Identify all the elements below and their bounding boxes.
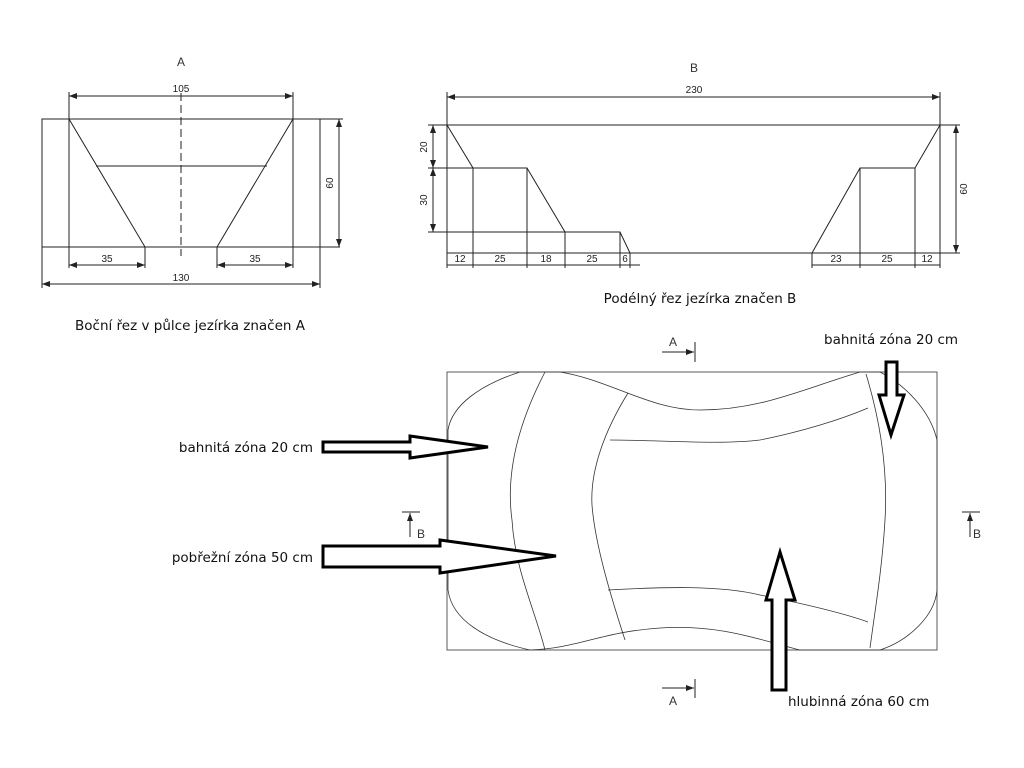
section-mark-b-left: B [417,527,425,541]
arrow-up-icon [764,546,798,692]
plan-frame [446,371,938,651]
arrow-right-icon [321,434,489,460]
dim-right-slope: 35 [249,254,261,265]
dim-total-length: 230 [686,85,703,96]
section-b-marker: B [690,61,698,75]
dim-bottom: 12 [921,254,933,265]
dim-bottom: 6 [622,254,628,265]
dim-top-step: 20 [419,141,430,153]
dim-bottom: 25 [881,254,893,265]
dim-bottom: 12 [454,254,466,265]
hatch-left [446,123,631,254]
label-mud-zone-right: bahnitá zóna 20 cm [824,332,958,348]
arrow-down-icon [876,360,907,441]
section-mark-a-top: A [669,335,677,349]
dim-total-width: 130 [173,273,190,284]
label-shore-zone: pobřežní zóna 50 cm [172,550,313,566]
hatch-right [811,123,941,254]
section-a-marker: A [177,55,185,69]
section-mark-a-bottom: A [669,694,677,708]
dim-depth: 60 [325,177,336,189]
dim-bottom: 25 [494,254,506,265]
arrow-right-icon [321,538,557,575]
dim-bottom: 25 [586,254,598,265]
label-mud-zone-left: bahnitá zóna 20 cm [179,440,313,456]
shore-zone-line [509,371,546,651]
section-mark-b-right: B [973,527,981,541]
section-a-caption: Boční řez v půlce jezírka značen A [75,318,306,334]
dim-left-slope: 35 [101,254,113,265]
mud-zone-line [591,392,629,641]
right-zone-line [865,373,887,649]
section-a: A 105 60 35 35 130 Boční řez v půlce jez… [41,55,343,334]
dim-bottom: 18 [540,254,552,265]
hatch-left [41,118,146,248]
dim-top-width: 105 [173,84,190,95]
hatch-right [216,118,321,248]
plan-view: A A B B bahnitá zóna 20 cm pobřežní zóna… [172,332,981,710]
deep-zone-top-line [609,407,869,443]
section-b-caption: Podélný řez jezírka značen B [604,291,797,307]
pond-outline [447,371,938,651]
deep-zone-bottom-line [607,587,869,623]
dim-mid-step: 30 [419,194,430,206]
dim-depth: 60 [959,183,970,195]
label-deep-zone: hlubinná zóna 60 cm [788,694,929,710]
section-b: B 230 60 20 30 12 25 18 25 6 23 25 [419,61,970,307]
dim-bottom: 23 [830,254,842,265]
